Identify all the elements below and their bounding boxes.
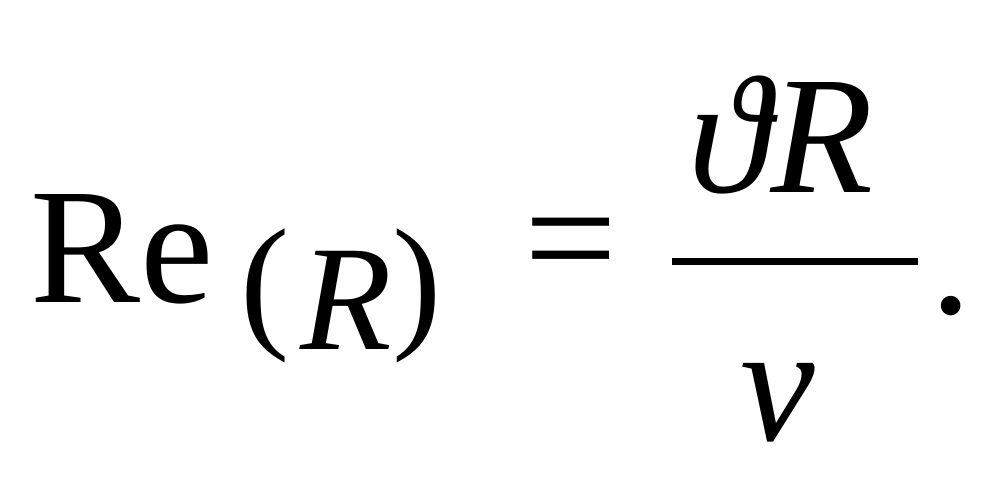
subscript-open-paren: ( [240, 200, 290, 364]
subscript-close-paren: ) [392, 200, 442, 364]
fraction-numerator: ϑR [688, 43, 874, 229]
fraction-denominator: ν [740, 291, 815, 477]
subscript-variable: R [300, 216, 392, 382]
terminating-period: . [930, 166, 972, 349]
reynolds-symbol: Re [30, 155, 214, 338]
fraction-bar [672, 258, 918, 265]
equals-sign: = [524, 146, 618, 329]
